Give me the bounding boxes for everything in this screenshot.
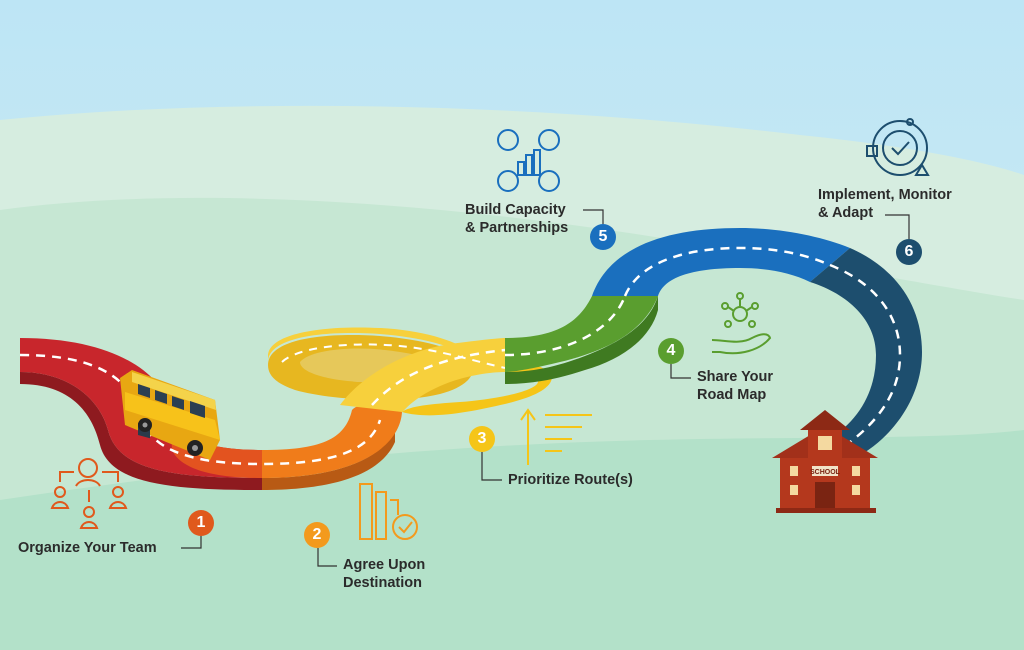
bar-chart-check-icon [359,483,418,540]
step-2-label-line1: Agree Upon [343,557,426,573]
school-building [772,410,878,513]
people-growth-icon [497,129,560,192]
step-3-label: Prioritize Route(s) [508,472,633,488]
step-6-badge: 6 [896,239,922,265]
road-segment-navy [810,248,922,458]
step-4-badge: 4 [658,338,684,364]
step-4-label-line2: Road Map [697,387,767,403]
step-3-badge: 3 [469,426,495,452]
step-2-label-line2: Destination [343,575,422,591]
road-segment-blue [592,228,850,297]
step-1-badge: 1 [188,510,214,536]
hand-network-icon [711,292,772,355]
step-5-label-line1: Build Capacity [465,202,566,218]
school-sign: SCHOOL [810,469,841,476]
road-segment-yellow [268,327,552,416]
step-6-label-line1: Implement, Monitor [818,187,952,203]
step-4-label: Share Your Road Map [697,368,773,404]
step-6-label-line2: & Adapt [818,205,874,221]
step-2-label: Agree Upon Destination [343,556,425,592]
step-5-label-line2: & Partnerships [465,220,569,236]
step-5-label: Build Capacity & Partnerships [465,201,568,237]
road-segment-green [504,295,658,384]
step-6-label: Implement, Monitor & Adapt [818,186,952,222]
step-4-label-line1: Share Your [697,369,774,385]
step-2-badge: 2 [304,522,330,548]
school-bus [120,370,220,460]
priority-arrow-icon [520,408,592,465]
step-1-label: Organize Your Team [18,540,157,556]
gear-check-icon [866,118,930,176]
step-5-badge: 5 [590,224,616,250]
team-icon [50,458,128,529]
